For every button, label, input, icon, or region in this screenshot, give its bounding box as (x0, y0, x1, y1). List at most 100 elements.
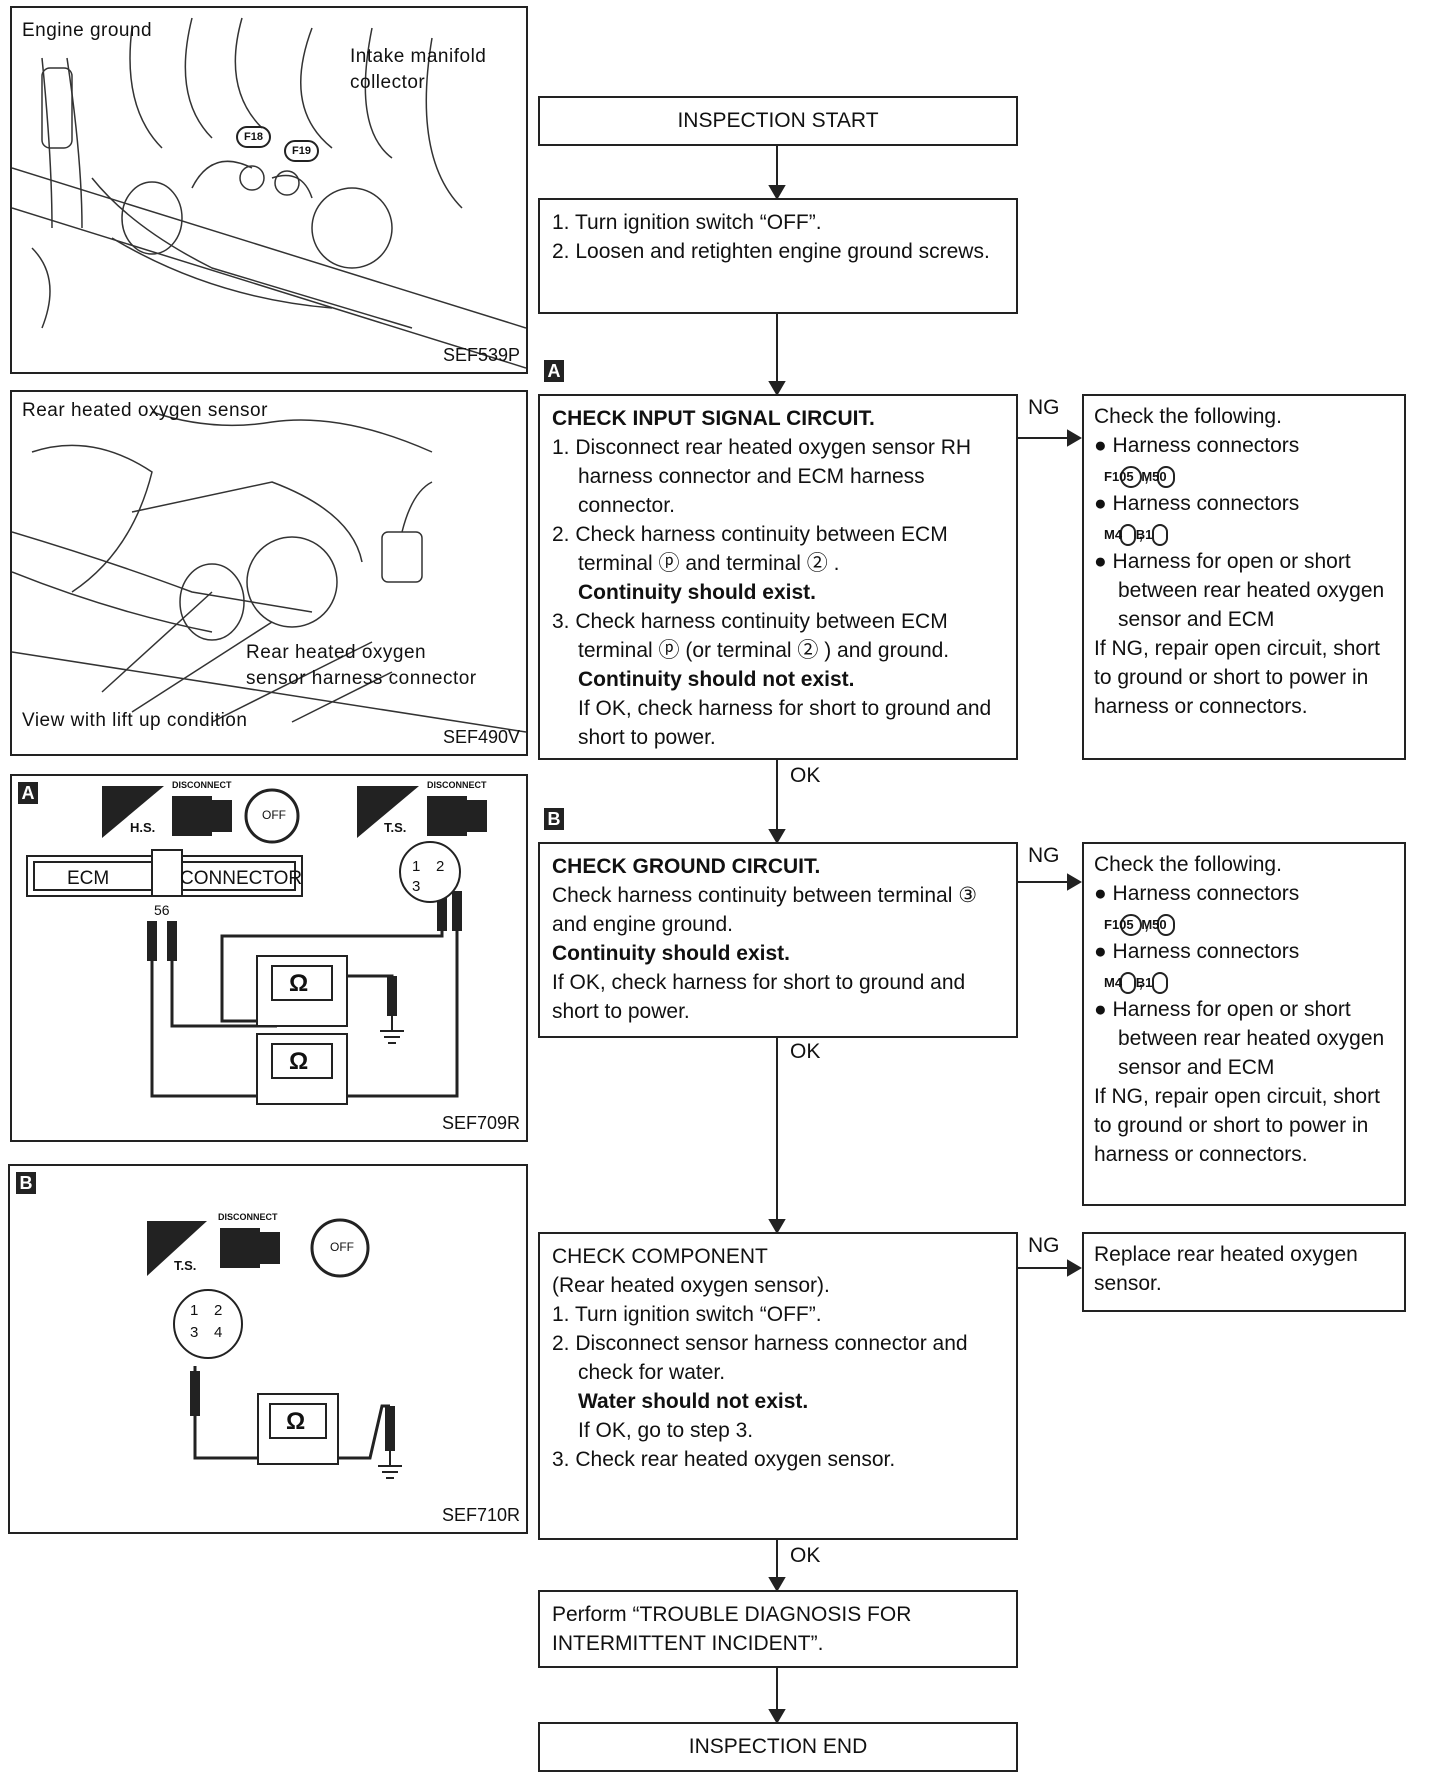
disconnect-icon-1: DISCONNECT (172, 780, 232, 790)
replace-sensor-text: Replace rear heated oxygen sensor. (1094, 1243, 1358, 1295)
check-a-bullet-2: Harness connectors (1112, 492, 1300, 515)
step-c-item-2-bold: Water should not exist. (578, 1390, 809, 1413)
figure-code: SEF710R (441, 1505, 520, 1525)
step-a-title: CHECK INPUT SIGNAL CIRCUIT. (552, 407, 875, 430)
check-b-bullet-1: Harness connectors (1112, 882, 1300, 905)
inspection-start-label: INSPECTION START (677, 109, 879, 132)
figure-circuit-b: B T.S. DISCONNECT OFF 1 2 3 4 Ω SEF710R (8, 1164, 528, 1534)
perform-diagnosis-text: Perform “TROUBLE DIAGNOSIS FOR INTERMITT… (552, 1603, 912, 1655)
terminal-56-label: 56 (154, 902, 170, 918)
rear-oxygen-sensor-label: Rear heated oxygen sensor (22, 400, 268, 421)
inspection-end-box: INSPECTION END (538, 1722, 1018, 1772)
connector-f19: F19 (284, 140, 319, 162)
check-component-box: CHECK COMPONENT (Rear heated oxygen sens… (538, 1232, 1018, 1540)
ohmmeter-icon: Ω (289, 1048, 309, 1075)
step-c-item-1: 1. Turn ignition switch “OFF”. (552, 1303, 822, 1326)
step-b-tail: If OK, check harness for short to ground… (552, 971, 966, 1023)
pin-4: 4 (214, 1324, 223, 1341)
check-a-bullet-1: Harness connectors (1112, 434, 1300, 457)
engine-ground-illustration (12, 17, 526, 369)
figure-tag-a: A (18, 782, 38, 804)
replace-sensor-box: Replace rear heated oxygen sensor. (1082, 1232, 1406, 1312)
step-tag-a: A (544, 360, 564, 382)
connector-f105: F105 (1104, 466, 1142, 488)
step-1-item-2: 2. Loosen and retighten engine ground sc… (552, 240, 990, 263)
step-tag-b: B (544, 808, 564, 830)
ts-icon: T.S. (384, 820, 407, 835)
engine-ground-label: Engine ground (22, 20, 153, 41)
ng-label-c: NG (1028, 1234, 1060, 1257)
pin-1: 1 (190, 1302, 199, 1319)
connector-separator: , (1143, 911, 1150, 934)
figure-code: SEF490V (442, 727, 520, 747)
ok-label-a: OK (790, 764, 821, 787)
connector-separator: , (1138, 969, 1144, 992)
harness-connector-label-line1: Rear heated oxygen (246, 642, 427, 663)
oxygen-sensor-illustration (12, 411, 526, 733)
pin-3: 3 (190, 1324, 199, 1341)
ohmmeter-icon: Ω (286, 1408, 306, 1435)
figure-code: SEF539P (442, 345, 520, 365)
ng-label-a: NG (1028, 396, 1060, 419)
ignition-off-icon: OFF (330, 1240, 354, 1254)
check-input-signal-box: CHECK INPUT SIGNAL CIRCUIT. 1. Disconnec… (538, 394, 1018, 760)
connector-m50: M50 (1141, 914, 1175, 936)
connector-m4: M4 (1104, 524, 1136, 546)
check-b-bullet-3: Harness for open or short between rear h… (1112, 998, 1385, 1079)
ok-label-c: OK (790, 1544, 821, 1567)
view-condition-label: View with lift up condition (22, 710, 248, 731)
ng-label-b: NG (1028, 844, 1060, 867)
intake-manifold-label: Intake manifold (350, 46, 487, 67)
check-following-box-a: Check the following. ● Harness connector… (1082, 394, 1406, 760)
figure-engine-ground: Engine ground Intake manifold collector … (10, 6, 528, 374)
check-b-tail: If NG, repair open circuit, short to gro… (1094, 1085, 1380, 1166)
connector-m50: M50 (1141, 466, 1175, 488)
check-a-tail: If NG, repair open circuit, short to gro… (1094, 637, 1380, 718)
step-b-bold: Continuity should exist. (552, 942, 791, 965)
circuit-a-wiring (26, 786, 487, 1105)
step-c-item-3: 3. Check rear heated oxygen sensor. (552, 1448, 896, 1471)
check-following-box-b: Check the following. ● Harness connector… (1082, 842, 1406, 1206)
step-c-title: CHECK COMPONENT (552, 1245, 768, 1268)
hs-icon: H.S. (130, 820, 156, 835)
ts-icon: T.S. (174, 1258, 197, 1273)
step-a-item-3: 3. Check harness continuity between ECM … (552, 610, 950, 662)
check-b-title: Check the following. (1094, 853, 1282, 876)
step-a-item-1: 1. Disconnect rear heated oxygen sensor … (552, 436, 972, 517)
step-c-subtitle: (Rear heated oxygen sensor). (552, 1274, 830, 1297)
perform-diagnosis-box: Perform “TROUBLE DIAGNOSIS FOR INTERMITT… (538, 1590, 1018, 1668)
connector-separator: , (1143, 463, 1150, 486)
step-b-title: CHECK GROUND CIRCUIT. (552, 855, 821, 878)
figure-circuit-a: A (10, 774, 528, 1142)
step-a-item-2-bold: Continuity should exist. (578, 581, 817, 604)
harness-connector-label-line2: sensor harness connector (246, 668, 477, 689)
step-1-item-1: 1. Turn ignition switch “OFF”. (552, 211, 822, 234)
step-a-item-2: 2. Check harness continuity between ECM … (552, 523, 948, 575)
disconnect-icon: DISCONNECT (218, 1212, 278, 1222)
inspection-end-label: INSPECTION END (688, 1735, 868, 1758)
figure-rear-oxygen-sensor: Rear heated oxygen sensor Rear heated ox… (10, 390, 528, 756)
connector-b1: B1 (1136, 972, 1168, 994)
ohmmeter-icon: Ω (289, 970, 309, 997)
check-ground-circuit-box: CHECK GROUND CIRCUIT. Check harness cont… (538, 842, 1018, 1038)
disconnect-icon-2: DISCONNECT (427, 780, 487, 790)
pin-2: 2 (436, 858, 445, 875)
pin-1: 1 (412, 858, 421, 875)
connector-f18: F18 (236, 126, 271, 148)
pin-2: 2 (214, 1302, 223, 1319)
ignition-off-icon: OFF (262, 808, 286, 822)
step-a-item-3-bold: Continuity should not exist. (578, 668, 855, 691)
inspection-start-box: INSPECTION START (538, 96, 1018, 146)
figure-code: SEF709R (441, 1113, 520, 1133)
ecm-label: ECM (67, 868, 110, 889)
step-1-box: 1. Turn ignition switch “OFF”. 2. Loosen… (538, 198, 1018, 314)
connector-m4: M4 (1104, 972, 1136, 994)
check-a-title: Check the following. (1094, 405, 1282, 428)
step-a-item-3-tail: If OK, check harness for short to ground… (578, 697, 992, 749)
pin-3: 3 (412, 878, 421, 895)
figure-tag-b: B (16, 1172, 36, 1194)
ok-label-b: OK (790, 1040, 821, 1063)
connector-f105: F105 (1104, 914, 1142, 936)
connector-label: CONNECTOR (180, 868, 303, 889)
check-a-bullet-3: Harness for open or short between rear h… (1112, 550, 1385, 631)
